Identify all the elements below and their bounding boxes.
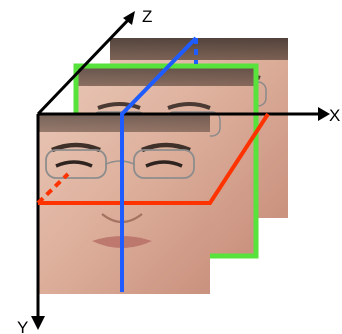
z-axis-arrowhead <box>123 11 135 25</box>
z-axis-label: Z <box>142 7 152 26</box>
z-axis <box>36 16 132 116</box>
xy-plane-red-line <box>38 112 270 205</box>
yz-plane-blue-line <box>120 36 198 292</box>
xy-plane-red-dashed <box>36 172 70 205</box>
x-axis-arrowhead <box>318 107 330 121</box>
x-axis-label: X <box>329 106 340 125</box>
axes <box>36 16 318 318</box>
y-axis-label: Y <box>17 318 28 334</box>
y-axis-arrowhead <box>31 316 45 330</box>
